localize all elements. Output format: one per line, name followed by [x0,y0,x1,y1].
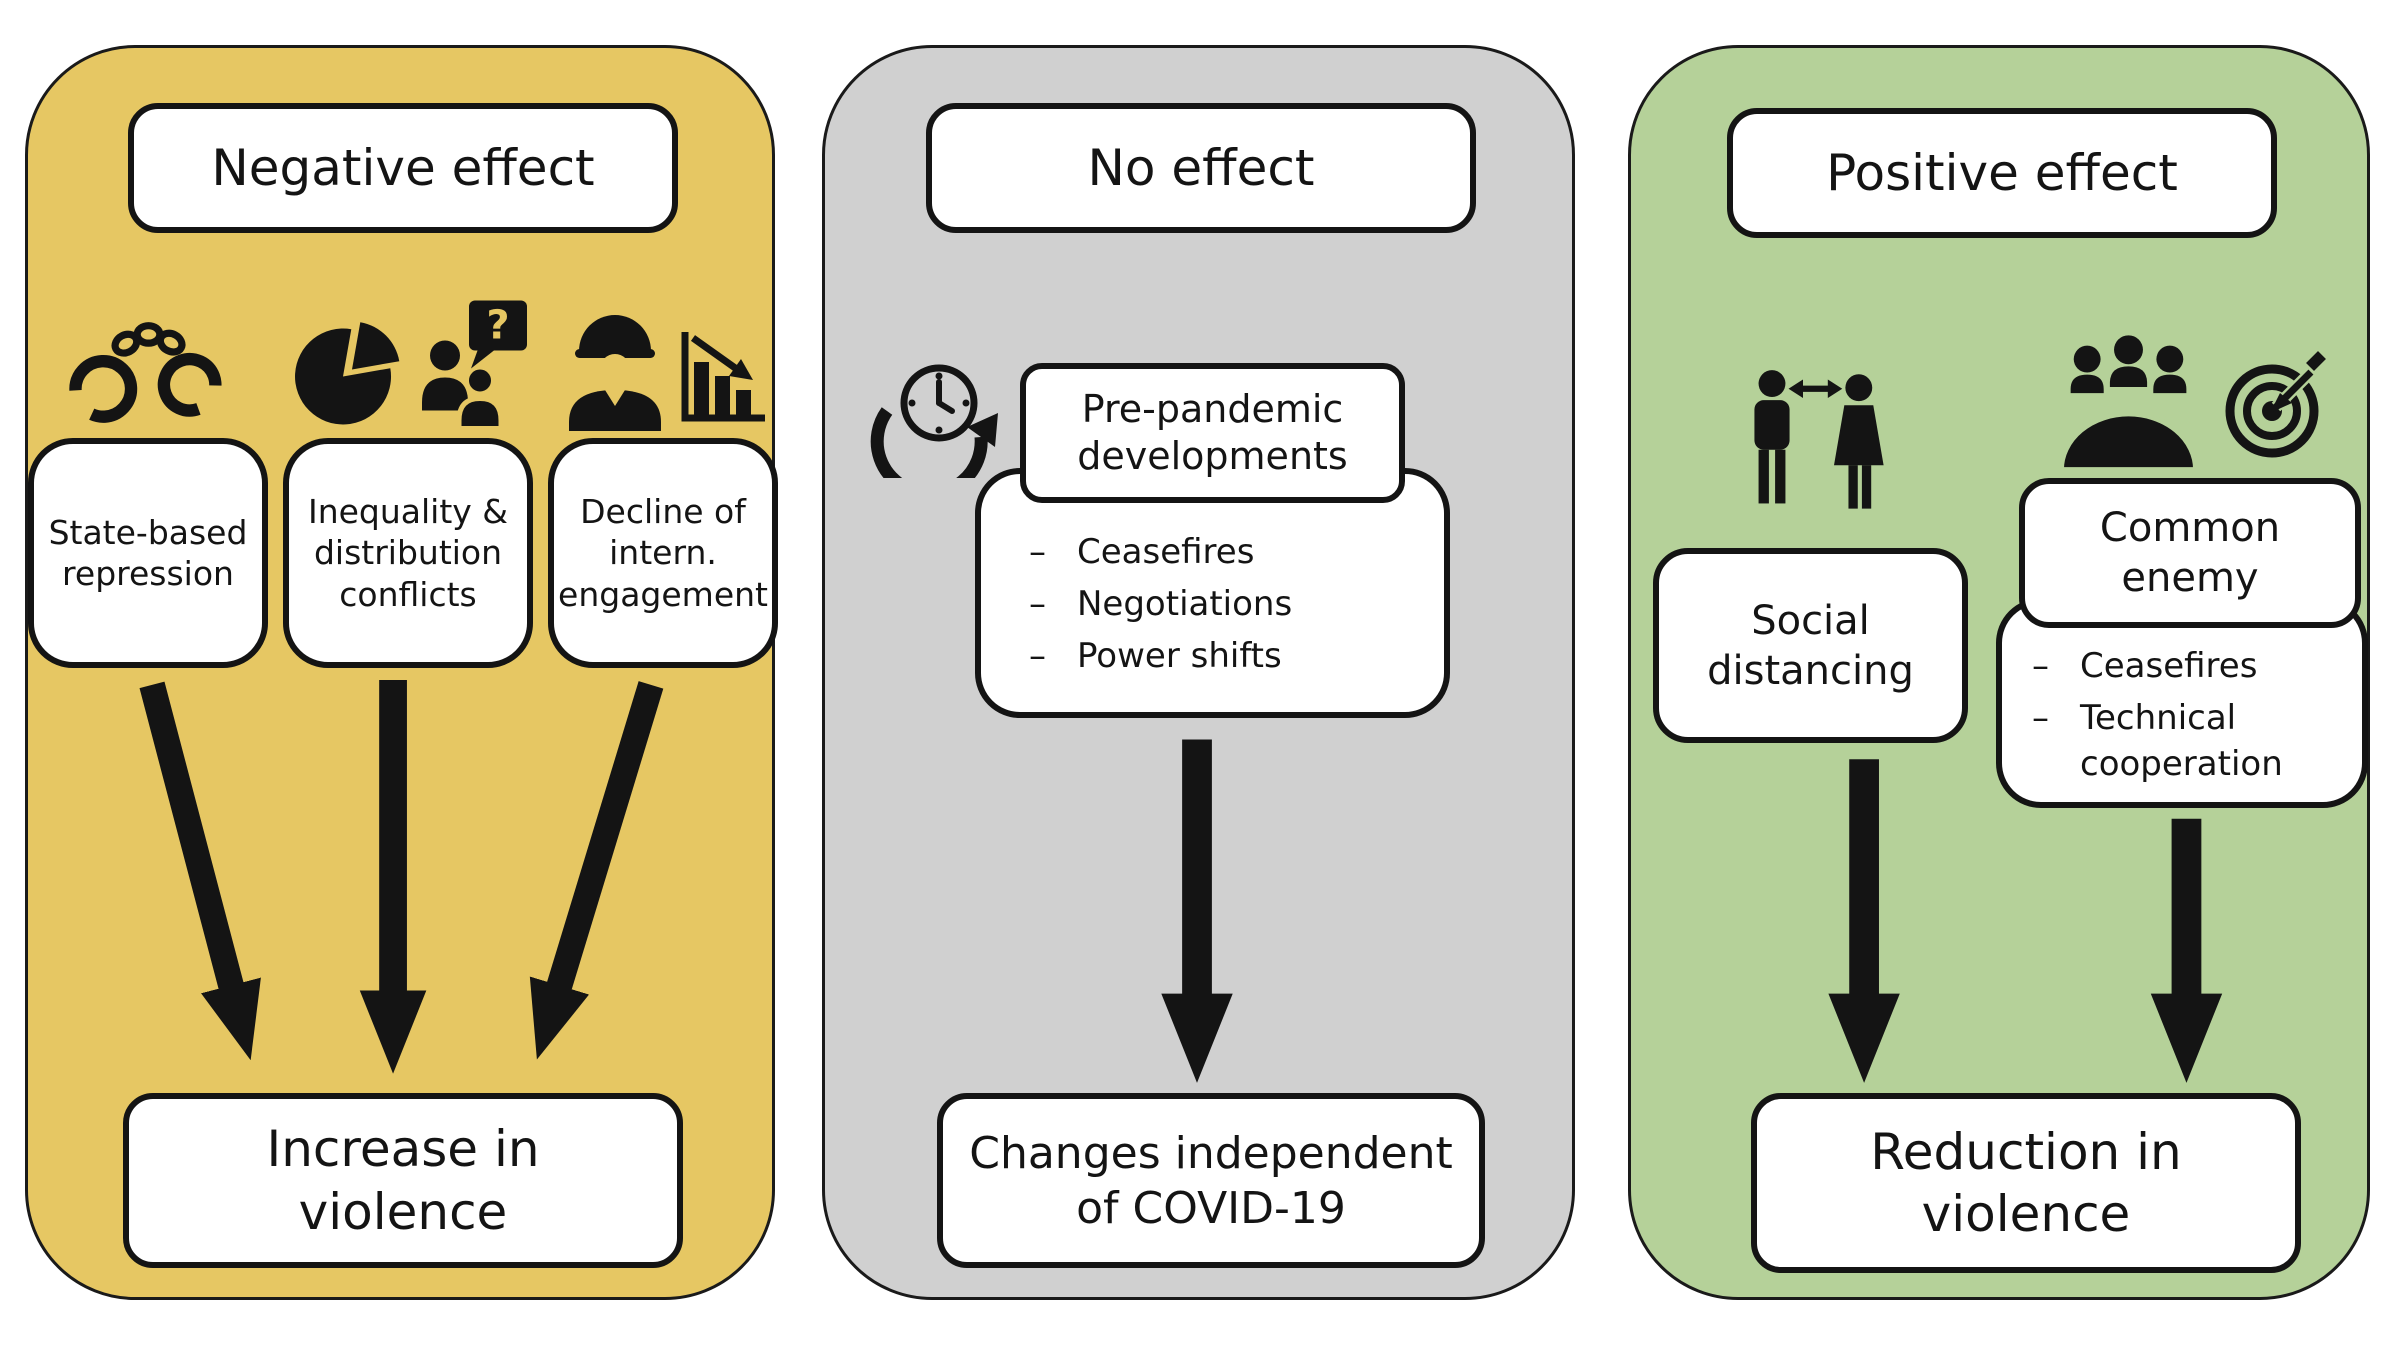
bullet-text: Technical cooperation [2080,697,2283,784]
bullet-dash: – [2032,697,2049,738]
cause-state-based-repression: State-based repression [28,438,268,668]
target-dart-icon [2219,343,2331,461]
question-mark-glyph: ? [486,303,509,349]
handcuffs-icon [58,316,238,431]
bullet-item: – Power shifts [1029,634,1424,680]
cause-common-enemy: Common enemy [2019,478,2361,628]
common-enemy-bullet-list: – Ceasefires – Technical cooperation [1996,598,2368,808]
bullet-dash: – [1029,635,1046,676]
bullet-dash: – [1029,532,1046,572]
cause-social-distancing: Social distancing [1653,548,1968,743]
bullet-item: – Ceasefires [1029,530,1424,576]
panel-no-effect: No effect Pre-pandemic developments – [822,45,1575,1300]
outcome-reduction-in-violence: Reduction in violence [1751,1093,2301,1273]
history-clock-icon [867,353,1002,478]
cause-decline-intern-engagement: Decline of intern. engagement [548,438,778,668]
arrow [529,681,664,1060]
social-distancing-icon [1741,368,1896,518]
bullet-text: Power shifts [1077,635,1282,676]
bullet-item: – Ceasefires [2032,644,2348,690]
panel-negative-effect: Negative effect [25,45,778,1300]
bullet-item: – Technical cooperation [2032,696,2348,788]
panel-title: No effect [926,103,1476,233]
cause-inequality-distribution-conflicts: Inequality & distribution conflicts [283,438,533,668]
outcome-changes-independent-of-covid19: Changes independent of COVID-19 [937,1093,1485,1268]
panel-title: Positive effect [1727,108,2277,238]
panel-title: Negative effect [128,103,678,233]
bullet-text: Ceasefires [1077,532,1255,572]
outcome-increase-in-violence: Increase in violence [123,1093,683,1268]
arrow [139,681,261,1061]
soldier-declining-chart-icon [553,306,773,431]
bullet-text: Negotiations [1077,583,1293,624]
pre-pandemic-bullet-list: – Ceasefires – Negotiations – Power shif… [975,468,1450,718]
cause-pre-pandemic-developments: Pre-pandemic developments [1020,363,1405,503]
pie-chart-discussion-icon: ? [283,296,533,436]
bullet-dash: – [2032,646,2049,686]
panel-positive-effect: Positive effect [1628,45,2370,1300]
bullet-item: – Negotiations [1029,582,1424,628]
bullet-dash: – [1029,583,1046,624]
bullet-text: Ceasefires [2080,646,2258,686]
meeting-group-icon [2051,333,2206,473]
